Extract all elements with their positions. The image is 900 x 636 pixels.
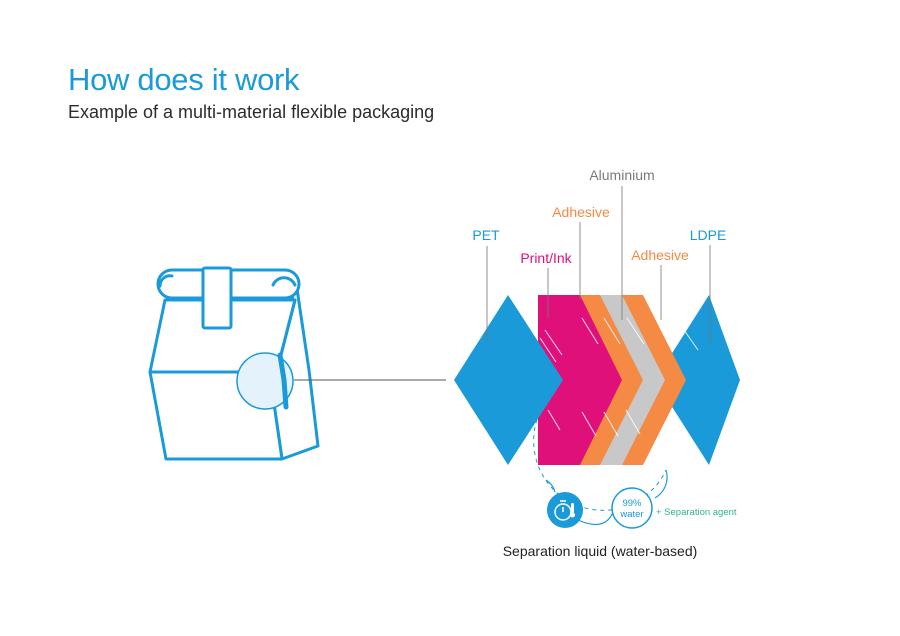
layer-adhesive-1-shape xyxy=(577,295,643,465)
layer-label-aluminium: Aluminium xyxy=(589,167,654,183)
leader-lines xyxy=(486,186,711,345)
layer-stack xyxy=(454,295,740,465)
layer-adhesive-2-shape xyxy=(620,295,686,465)
water-badge: 99% water xyxy=(611,487,653,529)
separation-agent-label: + Separation agent xyxy=(656,507,737,518)
layer-label-ldpe: LDPE xyxy=(690,227,727,243)
water-percent: 99% xyxy=(622,498,642,509)
stopwatch-icon xyxy=(547,492,583,528)
separation-cycle: 99% water + Separation agent xyxy=(533,411,737,529)
layer-pet-shape xyxy=(454,295,563,465)
paper-bag-icon xyxy=(148,266,320,461)
layer-aluminium-shape xyxy=(599,295,665,465)
page-subtitle: Example of a multi-material flexible pac… xyxy=(68,102,435,122)
layer-label-pet: PET xyxy=(472,227,500,243)
thermometer-icon xyxy=(571,503,574,513)
layer-label-print-ink: Print/Ink xyxy=(520,250,572,266)
water-label: water xyxy=(619,509,643,520)
layer-label-adhesive-1: Adhesive xyxy=(552,204,610,220)
page-title: How does it work xyxy=(68,62,300,97)
layer-label-adhesive-2: Adhesive xyxy=(631,247,689,263)
layer-ldpe-shape xyxy=(655,295,740,465)
separation-caption: Separation liquid (water-based) xyxy=(503,543,698,559)
